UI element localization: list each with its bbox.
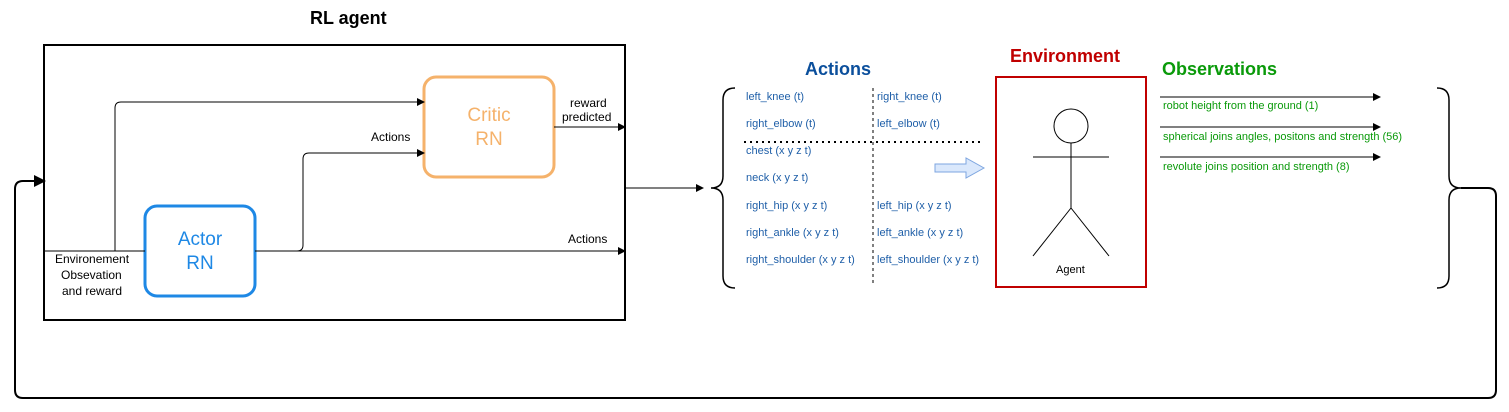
input-label-line-3: and reward [62, 284, 123, 298]
input-label-line-1: Environement [55, 252, 130, 266]
critic-label-line-1: Critic [467, 105, 511, 126]
agent-label: Agent [1056, 264, 1085, 276]
agent-stick-figure [1032, 108, 1110, 257]
action-right-3: left_hip (x y z t) [877, 200, 952, 212]
actions-title: Actions [805, 59, 872, 79]
action-right-2: left_elbow (t) [877, 118, 940, 130]
critic-label-line-2: RN [475, 129, 503, 150]
action-left-1: left_knee (t) [746, 91, 805, 103]
reward-predicted-line-2: predicted [562, 110, 612, 124]
input-to-critic-connector [114, 98, 425, 251]
action-left-5: right_hip (x y z t) [746, 200, 828, 212]
actor-to-critic-connector [255, 149, 425, 252]
actor-label-line-1: Actor [177, 229, 223, 250]
critic-box [422, 75, 556, 179]
action-right-1: right_knee (t) [877, 91, 942, 103]
environment-title: Environment [1010, 46, 1121, 66]
actions-to-environment-arrow [934, 157, 986, 179]
action-right-5: left_shoulder (x y z t) [877, 254, 980, 266]
observation-item-3: revolute joins position and strength (8) [1163, 161, 1350, 173]
reward-predicted-line-1: reward [570, 96, 607, 110]
actor-label-line-2: RN [186, 253, 214, 274]
actor-box [143, 204, 257, 298]
action-left-6: right_ankle (x y z t) [746, 227, 839, 239]
observation-item-1: robot height from the ground (1) [1163, 100, 1319, 112]
feedback-loop-connector [14, 175, 1497, 399]
actions-out-label: Actions [568, 232, 608, 246]
observations-title: Observations [1162, 59, 1278, 79]
action-left-2: right_elbow (t) [746, 118, 816, 130]
observation-item-2: spherical joins angles, positons and str… [1163, 131, 1403, 143]
action-left-3: chest (x y z t) [746, 145, 812, 157]
action-right-4: left_ankle (x y z t) [877, 227, 964, 239]
actions-to-critic-label: Actions [371, 130, 411, 144]
rl-agent-title: RL agent [310, 8, 387, 28]
action-left-7: right_shoulder (x y z t) [746, 254, 855, 266]
action-left-4: neck (x y z t) [746, 172, 809, 184]
actions-left-brace [710, 87, 736, 289]
observations-right-brace [1436, 87, 1462, 289]
input-label-line-2: Obsevation [61, 268, 122, 282]
